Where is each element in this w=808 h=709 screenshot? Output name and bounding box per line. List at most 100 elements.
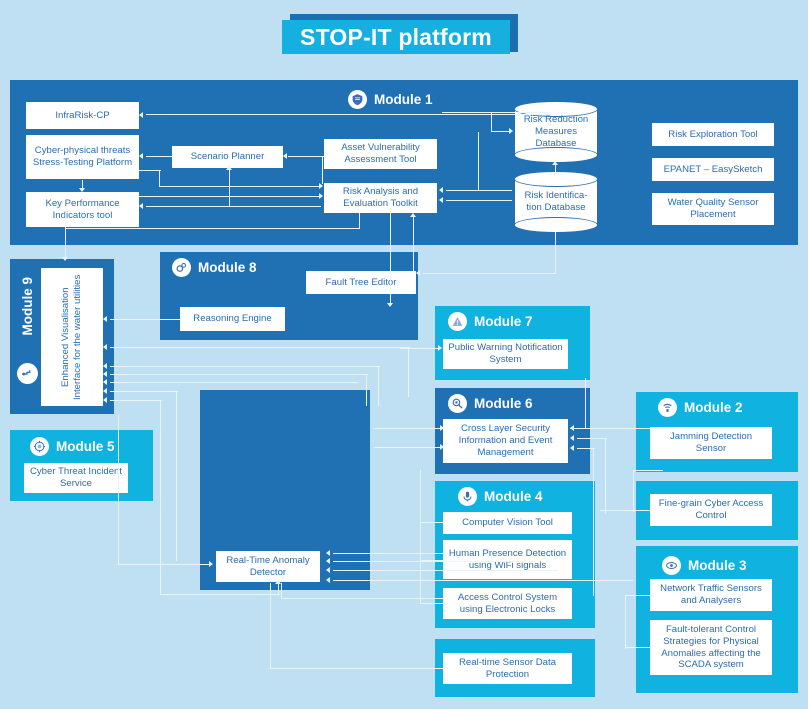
connector [600, 510, 650, 512]
db-risk-reduction-label: Risk Reduction Measures Database [523, 114, 589, 149]
box-infrarisk-cp[interactable]: InfraRisk-CP [26, 102, 139, 129]
connector [625, 647, 653, 649]
arrow-head [326, 577, 330, 583]
connector [420, 603, 445, 605]
connector [633, 470, 635, 512]
db-risk-reduction-measures[interactable]: Risk Reduction Measures Database [514, 101, 598, 163]
connector [550, 114, 552, 126]
arrow-head [275, 580, 281, 584]
box-real-time-anomaly-detector[interactable]: Real-Time Anomaly Detector [216, 551, 320, 582]
box-fault-tree-editor[interactable]: Fault Tree Editor [306, 271, 416, 294]
connector [270, 583, 272, 669]
connector [159, 170, 161, 187]
module-2-label: Module 2 [684, 400, 743, 415]
box-cross-layer-security[interactable]: Cross Layer Security Information and Eve… [443, 419, 568, 463]
box-network-traffic-sensors[interactable]: Network Traffic Sensors and Analysers [650, 579, 772, 611]
connector [400, 348, 440, 350]
connector [333, 580, 633, 582]
connector [374, 428, 442, 430]
arrow-head [103, 379, 107, 385]
connector [374, 447, 442, 449]
arrow-head [416, 270, 420, 276]
connector [390, 213, 392, 305]
box-stress-testing-platform[interactable]: Cyber-physical threats Stress-Testing Pl… [26, 135, 139, 179]
box-public-warning-notification-system[interactable]: Public Warning Notification System [443, 339, 568, 369]
connector [110, 347, 410, 349]
box-water-quality-sensor-placement[interactable]: Water Quality Sensor Placement [652, 193, 774, 225]
connector [408, 347, 410, 397]
box-cyber-threat-incident-service[interactable]: Cyber Threat Incident Service [24, 463, 128, 493]
connector [446, 190, 512, 192]
connector [229, 169, 231, 207]
arrow-head [283, 153, 287, 159]
connector [160, 400, 162, 595]
connector [110, 382, 358, 384]
connector [322, 156, 324, 184]
connector [176, 391, 178, 561]
magnifier-icon [448, 394, 467, 413]
connector [366, 374, 368, 406]
connector [65, 213, 67, 259]
module-6-label: Module 6 [474, 396, 533, 411]
connector [110, 400, 162, 402]
connector [577, 428, 651, 430]
box-jamming-detection-sensor[interactable]: Jamming Detection Sensor [650, 427, 772, 459]
module-8-label: Module 8 [198, 260, 257, 275]
box-risk-exploration-tool[interactable]: Risk Exploration Tool [652, 123, 774, 146]
box-human-presence-detection[interactable]: Human Presence Detection using WiFi sign… [443, 540, 572, 579]
module-9-label: Module 9 [20, 277, 35, 336]
connector [577, 448, 595, 450]
arrow-head [439, 187, 443, 193]
box-risk-analysis-toolkit[interactable]: Risk Analysis and Evaluation Toolkit [324, 183, 437, 213]
arrow-head [509, 128, 513, 134]
page-title: STOP-IT platform [282, 20, 510, 54]
arrow-head [439, 197, 443, 203]
module-6-header: Module 6 [448, 394, 533, 413]
connector [577, 438, 607, 440]
connector [82, 180, 84, 190]
arrow-head [139, 153, 143, 159]
box-access-control-system[interactable]: Access Control System using Electronic L… [443, 588, 572, 619]
box-kpi-tool[interactable]: Key Performance Indicators tool [26, 192, 139, 227]
box-reasoning-engine[interactable]: Reasoning Engine [180, 307, 285, 331]
connector [478, 132, 480, 190]
arrow-head [570, 445, 574, 451]
connector [110, 319, 182, 321]
box-asset-vulnerability-tool[interactable]: Asset Vulnerability Assessment Tool [324, 139, 437, 169]
warning-triangle-icon [448, 312, 467, 331]
connector [625, 595, 653, 597]
connector [160, 594, 280, 596]
db-risk-identification[interactable]: Risk Identifica-tion Database [514, 171, 598, 233]
box-epanet-easysketch[interactable]: EPANET – EasySketch [652, 158, 774, 181]
page-title-text: STOP-IT platform [300, 23, 492, 50]
arrow-head [570, 435, 574, 441]
box-computer-vision-tool[interactable]: Computer Vision Tool [443, 512, 572, 534]
arrow-head [103, 388, 107, 394]
connector [281, 598, 443, 600]
faucet-icon [17, 363, 38, 384]
connector [378, 366, 380, 406]
eye-network-icon [662, 556, 681, 575]
module-8-header: Module 8 [172, 258, 257, 277]
connector [139, 170, 161, 172]
connector [420, 522, 422, 604]
box-realtime-sensor-data-protection[interactable]: Real-time Sensor Data Protection [443, 653, 572, 684]
arrow-head [103, 397, 107, 403]
box-fine-grain-cyber-access-control[interactable]: Fine-grain Cyber Access Control [650, 494, 772, 526]
arrow-head [103, 363, 107, 369]
arrow-head [552, 161, 558, 165]
connector [359, 213, 361, 229]
box-enhanced-visualisation[interactable]: Enhanced Visualisation Interface for the… [41, 268, 103, 406]
microphone-icon [458, 487, 477, 506]
module-5-label: Module 5 [56, 439, 115, 454]
box-fault-tolerant-control-strategies[interactable]: Fault-tolerant Control Strategies for Ph… [650, 620, 772, 675]
connector [281, 583, 283, 599]
connector [159, 186, 321, 188]
connector [555, 164, 557, 174]
module-1-header: Module 1 [348, 90, 433, 109]
connector [65, 228, 360, 230]
box-scenario-planner[interactable]: Scenario Planner [172, 146, 283, 168]
arrow-head [319, 193, 323, 199]
arrow-head [440, 425, 444, 431]
